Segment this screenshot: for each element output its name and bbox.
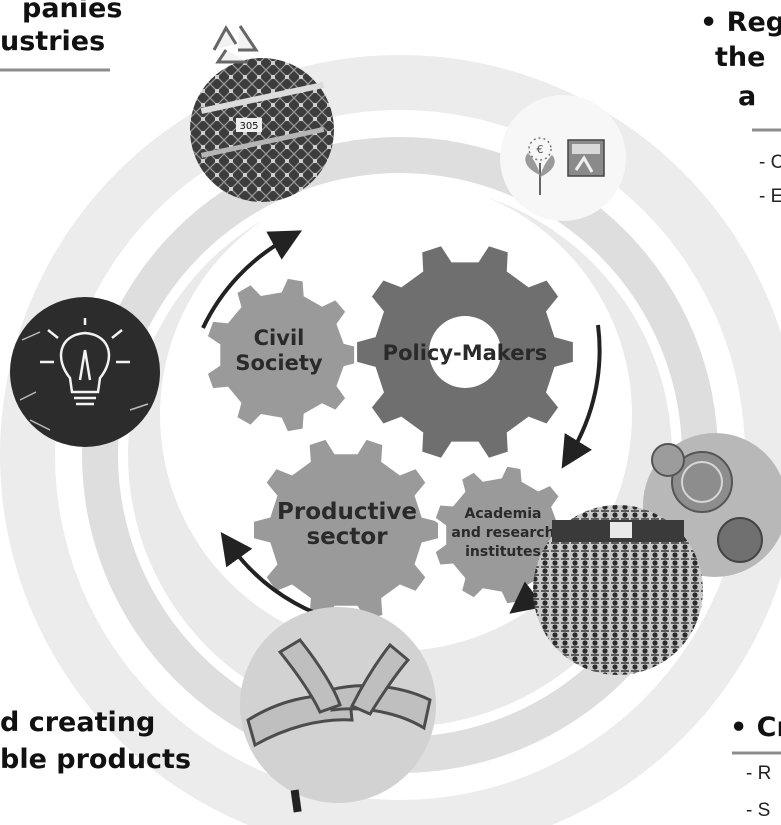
lightbulb-icon [40,318,130,406]
civil-society-label-2: Society [235,351,322,375]
conference-photo [533,505,703,675]
coin-gear-icon [651,443,763,563]
right-bottom-heading-1: • Cr [730,712,781,743]
right-bottom-item-2: - S [746,800,771,821]
recycle-icon [212,25,259,64]
productive-sector-label-2: sector [306,524,388,550]
factory-sign: 305 [239,121,258,132]
hands-photo [240,607,436,813]
right-top-item-2: - E [759,186,781,207]
right-top-heading-1: • Reg [700,7,781,38]
productive-sector-label-1: Productive [277,499,417,525]
lightbulb-photo [10,297,160,447]
factory-photo: 305 [190,58,334,202]
policy-makers-gear-hub [429,316,501,388]
right-top-heading-2: the [715,42,766,73]
right-bottom-item-1: - R [746,763,772,784]
hands-icon [246,638,432,748]
right-top-item-1: - C [759,152,781,173]
ecolabel-photo: € [500,95,626,221]
svg-text:€: € [537,143,544,156]
productive-sector-gear [251,436,441,624]
academia-label-3: institutes [465,544,541,560]
right-top-heading-3: a [738,81,757,112]
academia-label-1: Academia [465,506,542,522]
cycle-arrow-top-left [201,230,303,329]
academia-label-2: and research [451,525,554,541]
civil-society-gear [204,275,361,435]
eu-ecolabel-icon: € [525,137,555,195]
civil-society-label-1: Civil [254,326,305,350]
cycle-arrow-right [561,324,602,469]
policy-makers-label: Policy-Makers [383,341,548,365]
left-bottom-heading-1: d creating [0,707,156,738]
left-bottom-heading-2: ble products [0,744,192,775]
left-top-heading-1: panies [22,0,123,24]
left-top-heading-2: ustries [0,26,106,57]
